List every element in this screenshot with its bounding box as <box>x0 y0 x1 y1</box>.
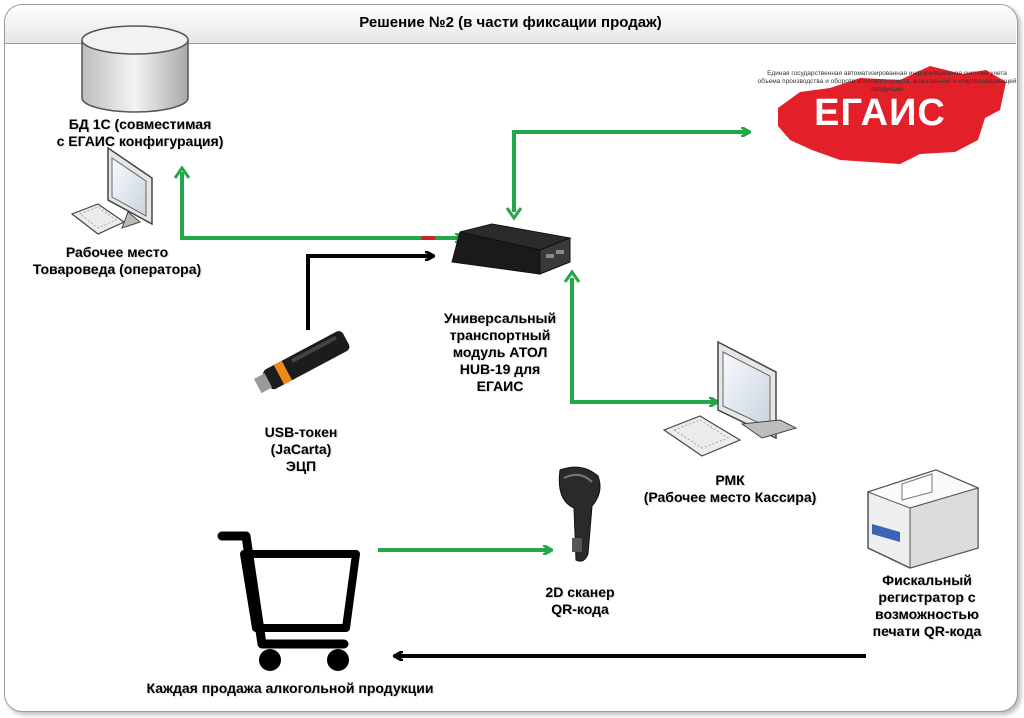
egais-logo-text: ЕГАИС <box>814 92 946 134</box>
egais-caption: Единая государственная автоматизированна… <box>757 70 1017 93</box>
operator-label: Рабочее место Товароведа (оператора) <box>32 244 202 277</box>
printer-icon <box>866 469 980 569</box>
arrow-hub-egais <box>505 132 748 221</box>
computer-icon <box>70 146 153 235</box>
sale-label: Каждая продажа алкогольной продукции <box>146 680 434 696</box>
rmk-label: РМК (Рабочее место Кассира) <box>643 472 817 505</box>
cart-icon <box>217 531 360 671</box>
arrow-operator-hub <box>173 165 462 238</box>
db1c-label: БД 1С (совместимая с ЕГАИС конфигурация) <box>56 116 224 149</box>
russia-map-icon <box>778 66 1006 164</box>
computer-icon <box>662 340 798 457</box>
token-label: USB-токен (JaCarta) ЭЦП <box>264 424 338 474</box>
scanner-label: 2D сканер QR-кода <box>545 584 615 617</box>
fiscal-label: Фискальный регистратор с возможностью пе… <box>872 572 982 639</box>
arrow-hub-rmk <box>563 269 716 402</box>
usb-token-icon <box>253 331 350 394</box>
router-icon <box>420 223 572 275</box>
arrow-token-hub <box>306 256 432 330</box>
hub-label: Универсальный транспортный модуль АТОЛ H… <box>443 310 557 394</box>
scanner-icon <box>558 466 601 562</box>
database-icon <box>81 25 189 113</box>
